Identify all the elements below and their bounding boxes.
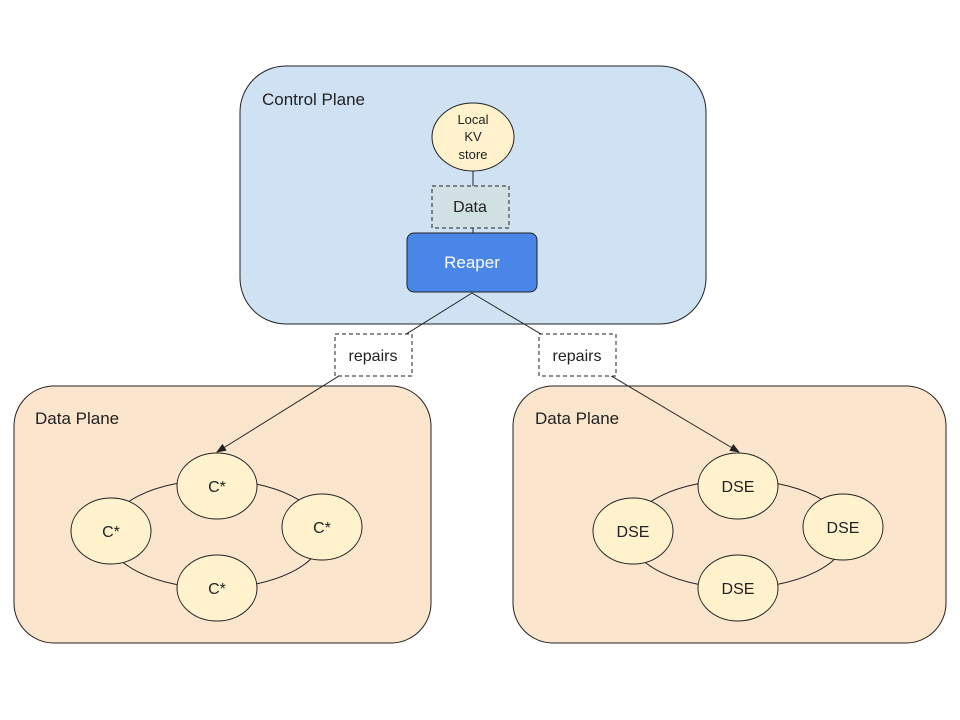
- data-plane-left-title: Data Plane: [35, 409, 119, 428]
- cassandra-node-bottom-label: C*: [208, 581, 226, 598]
- kv-store-label-line1: Local: [457, 112, 488, 127]
- repairs-label-right-box: [538, 333, 617, 377]
- data-plane-right-title: Data Plane: [535, 409, 619, 428]
- repairs-label-right: repairs: [553, 348, 602, 365]
- kv-store-label-line3: store: [459, 147, 488, 162]
- dse-node-right-label: DSE: [827, 520, 860, 537]
- data-box: [431, 185, 510, 229]
- data-box-label: Data: [453, 199, 487, 216]
- cassandra-node-top-label: C*: [208, 479, 226, 496]
- control-plane-title: Control Plane: [262, 90, 365, 109]
- repairs-label-left: repairs: [349, 348, 398, 365]
- kv-store-label-line2: KV: [464, 129, 482, 144]
- dse-node-left: [592, 497, 674, 565]
- reaper-box: [406, 232, 538, 293]
- dse-node-top-label: DSE: [722, 479, 755, 496]
- local-kv-store-node: [431, 102, 515, 172]
- cassandra-node-left-label: C*: [102, 524, 120, 541]
- dse-node-bottom: [697, 554, 779, 622]
- cassandra-node-bottom: [176, 554, 258, 622]
- dse-node-right: [802, 493, 884, 561]
- dse-node-top: [697, 452, 779, 520]
- repairs-label-left-box: [334, 333, 413, 377]
- cassandra-node-top: [176, 452, 258, 520]
- dse-node-left-label: DSE: [617, 524, 650, 541]
- cassandra-node-right: [281, 493, 363, 561]
- reaper-label: Reaper: [444, 253, 500, 272]
- cassandra-node-right-label: C*: [313, 520, 331, 537]
- cassandra-node-left: [70, 497, 152, 565]
- dse-node-bottom-label: DSE: [722, 581, 755, 598]
